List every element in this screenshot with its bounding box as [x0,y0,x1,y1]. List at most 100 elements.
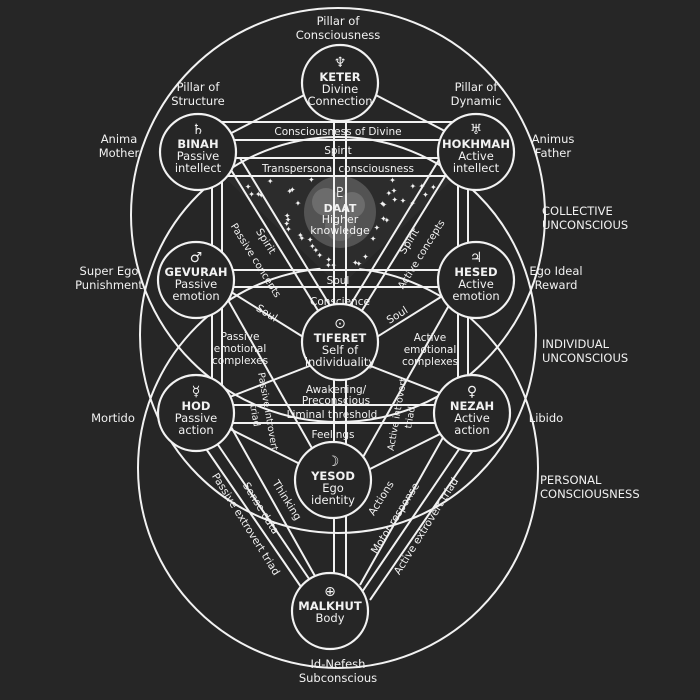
anima-label-2: Mother [99,146,140,160]
label-conscience: Conscience [310,296,370,308]
hesed-circle [436,240,516,320]
star-icon: ✦ [391,186,398,195]
star-icon: ✦ [370,234,377,243]
star-icon: ✦ [299,234,306,243]
uranus-icon: ♅ [470,122,483,138]
star-icon: ✦ [285,225,292,234]
star-icon: ✦ [258,191,265,200]
label-passive-emotional-3: complexes [212,355,268,367]
keter-line2: Connection [307,94,372,108]
label-feelings: Feelings [311,429,354,441]
moon-icon: ☽ [327,454,340,470]
label-awakening: Awakening/ [306,384,367,396]
individual-label-1: INDIVIDUAL [542,337,610,351]
individual-unconscious-circle [139,136,537,534]
star-icon: ✦ [248,190,255,199]
super-ego-label-2: Punishment [75,278,143,292]
node-daat: ♇ DAAT Higher knowledge [310,185,370,237]
gevurah-name: GEVURAH [165,265,228,279]
malkhut-name: MALKHUT [298,599,362,613]
id-nefesh-label-1: Id-Nefesh [311,657,366,671]
star-icon: ✦ [381,201,388,210]
star-icon: ✦ [379,199,386,208]
node-hesed: ♃ HESED Active emotion [436,240,516,320]
star-icon: ✦ [352,258,359,267]
star-icon: ✦ [308,176,315,185]
ego-ideal-label-2: Reward [535,278,578,292]
pillar-dynamic-label-1: Pillar of [455,80,499,94]
star-icon: ✦ [389,176,396,185]
mortido-label: Mortido [91,411,135,425]
keter-name: KETER [319,70,360,84]
star-icon: ✦ [286,187,293,196]
mercury-icon: ☿ [192,384,201,400]
venus-icon: ♀ [467,384,477,400]
star-icon: ✦ [386,189,393,198]
yesod-circle [293,440,373,520]
nezah-line1: Active [454,411,490,425]
personal-label-1: PERSONAL [540,473,602,487]
daat-line2: knowledge [310,224,370,237]
gevurah-circle [156,240,236,320]
node-nezah: ♀ NEZAH Active action [432,373,512,453]
gevurah-line1: Passive [175,277,218,291]
star-icon: ✦ [325,256,332,265]
label-passive-introvert-triad: triad [247,404,262,428]
saturn-icon: ♄ [192,122,205,138]
node-hod: ☿ HOD Passive action [156,373,236,453]
nezah-circle [432,373,512,453]
mars-icon: ♂ [190,250,203,266]
tiferet-circle [300,302,380,382]
tiferet-name: TIFERET [314,331,367,345]
nezah-line2: action [454,423,489,437]
label-passive-emotional-1: Passive [221,331,260,343]
pillar-dynamic-label-2: Dynamic [451,94,502,108]
nezah-name: NEZAH [450,399,494,413]
pillar-structure-label-2: Structure [171,94,225,108]
pillar-consciousness-label-2: Consciousness [296,28,381,42]
star-icon: ✦ [422,190,429,199]
hod-line2: action [178,423,213,437]
pillar-consciousness-label-1: Pillar of [317,14,361,28]
star-icon: ✦ [307,236,314,245]
star-icon: ✦ [362,252,369,261]
yesod-name: YESOD [310,469,355,483]
label-active-emotional-1: Active [414,332,446,344]
yesod-line1: Ego [322,481,344,495]
tiferet-line1: Self of [322,343,359,357]
node-hokhmah: ♅ HOKHMAH Active intellect [436,112,516,192]
star-icon: ✦ [255,190,262,199]
star-icon: ✦ [283,220,290,229]
star-icon: ✦ [297,231,304,240]
star-icon: ✦ [410,182,417,191]
binah-name: BINAH [177,137,218,151]
star-icon: ✦ [391,196,398,205]
hokhmah-line1: Active [458,149,494,163]
label-active-extrovert: Active extrovert triad [392,476,461,577]
label-soul-center: Soul [327,275,350,287]
binah-line2: intellect [175,161,222,175]
hesed-line1: Active [458,277,494,291]
node-gevurah: ♂ GEVURAH Passive emotion [156,240,236,320]
label-consciousness-of-divine: Consciousness of Divine [274,126,401,138]
star-icon: ✦ [289,185,296,194]
animus-label-2: Father [535,146,571,160]
hokhmah-circle [436,112,516,192]
label-soul-left: Soul [254,302,280,324]
star-icon: ✦ [309,242,316,251]
personal-label-2: CONSCIOUSNESS [540,487,640,501]
label-passive-emotional-2: emotional [214,343,267,355]
star-icon: ✦ [245,182,252,191]
sun-icon: ⊙ [334,316,346,332]
jupiter-icon: ♃ [470,250,483,266]
id-nefesh-label-2: Subconscious [299,671,377,685]
label-transpersonal: Transpersonal consciousness [261,163,414,175]
pillar-structure-label-1: Pillar of [177,80,221,94]
animus-label-1: Animus [532,132,575,146]
daat-line1: Higher [322,213,359,226]
tiferet-line2: individuality [305,355,376,369]
collective-label-2: UNCONSCIOUS [542,218,628,232]
star-icon: ✦ [325,261,332,270]
binah-line1: Passive [177,149,220,163]
star-icon: ✦ [356,260,363,269]
